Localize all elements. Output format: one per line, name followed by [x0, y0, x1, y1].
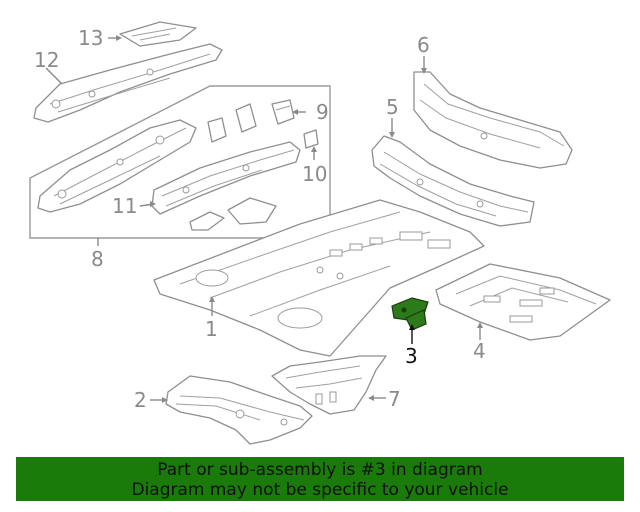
- part-7[interactable]: [271, 355, 387, 415]
- banner-line-2: Diagram may not be specific to your vehi…: [131, 480, 509, 500]
- part-9[interactable]: [271, 99, 295, 125]
- callout-1: 1: [205, 317, 218, 341]
- parts-diagram: 13 12 8 9 10 11 6 5 1 4 3 2 7: [29, 21, 611, 445]
- subassembly-8-box: [29, 85, 331, 239]
- callout-12: 12: [34, 48, 59, 72]
- part-12[interactable]: [33, 43, 223, 123]
- callout-11: 11: [112, 194, 137, 218]
- banner-line-1: Part or sub-assembly is #3 in diagram: [157, 460, 483, 480]
- part-5[interactable]: [371, 135, 535, 227]
- part-8-rail[interactable]: [37, 119, 197, 213]
- part-10[interactable]: [303, 129, 319, 149]
- part-1[interactable]: [153, 199, 485, 357]
- leader-lines: [45, 35, 483, 403]
- callout-13: 13: [78, 26, 103, 50]
- callout-10: 10: [302, 162, 327, 186]
- part-4[interactable]: [435, 263, 611, 341]
- notice-banner: Part or sub-assembly is #3 in diagram Di…: [16, 457, 624, 501]
- part-3-highlighted[interactable]: [391, 297, 429, 331]
- callout-7: 7: [388, 387, 401, 411]
- part-8-bracket-b[interactable]: [189, 197, 277, 231]
- callout-3: 3: [405, 344, 418, 368]
- callout-4: 4: [473, 339, 486, 363]
- callout-9: 9: [316, 100, 329, 124]
- part-8-bracket-a[interactable]: [207, 103, 257, 143]
- part-2[interactable]: [165, 375, 313, 445]
- callout-5: 5: [386, 95, 399, 119]
- callout-2: 2: [134, 388, 147, 412]
- callout-6: 6: [417, 33, 430, 57]
- part-13[interactable]: [119, 21, 197, 47]
- callout-8: 8: [91, 247, 104, 271]
- part-6[interactable]: [413, 71, 573, 169]
- part-11[interactable]: [151, 141, 301, 215]
